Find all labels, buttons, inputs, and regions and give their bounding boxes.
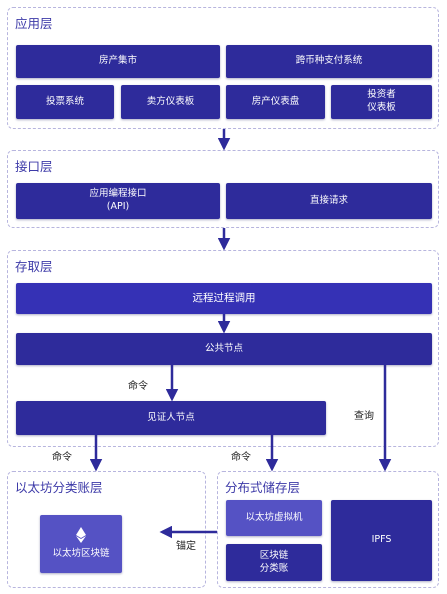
interface-layer (7, 150, 439, 228)
seller-dashboard-box: 卖方仪表板 (121, 85, 220, 119)
ethereum-ledger-layer-title: 以太坊分类账层 (15, 480, 103, 495)
distributed-storage-layer (217, 471, 439, 588)
api-box: 应用编程接口 (API) (16, 183, 220, 219)
blockchain-ledger-box: 区块链 分类账 (226, 544, 322, 581)
evm-box: 以太坊虚拟机 (226, 500, 322, 536)
command-label-2: 命令 (52, 452, 72, 463)
ethereum-blockchain-label: 以太坊区块链 (52, 548, 110, 560)
real-estate-market-box: 房产集市 (16, 45, 220, 78)
distributed-storage-layer-title: 分布式储存层 (225, 480, 301, 495)
access-layer (7, 250, 439, 447)
witness-node-box: 见证人节点 (16, 401, 326, 435)
ethereum-blockchain-box: 以太坊区块链 (40, 515, 122, 573)
direct-request-box: 直接请求 (226, 183, 432, 219)
rpc-box: 远程过程调用 (16, 283, 432, 314)
query-label: 查询 (354, 411, 374, 422)
ethereum-icon (76, 527, 86, 544)
interface-layer-title: 接口层 (15, 159, 53, 174)
ethereum-ledger-layer (7, 471, 206, 588)
command-label-3: 命令 (231, 452, 251, 463)
cross-currency-payment-box: 跨币种支付系统 (226, 45, 432, 78)
investor-dashboard-box: 投资者 仪表板 (331, 85, 432, 119)
ipfs-box: IPFS (331, 500, 432, 581)
public-node-box: 公共节点 (16, 333, 432, 365)
voting-system-box: 投票系统 (16, 85, 114, 119)
anchor-label: 锚定 (176, 541, 196, 552)
application-layer-title: 应用层 (15, 16, 53, 31)
command-label-1: 命令 (128, 381, 148, 392)
access-layer-title: 存取层 (15, 259, 53, 274)
application-layer (7, 7, 439, 129)
property-dashboard-box: 房产仪表盘 (226, 85, 325, 119)
